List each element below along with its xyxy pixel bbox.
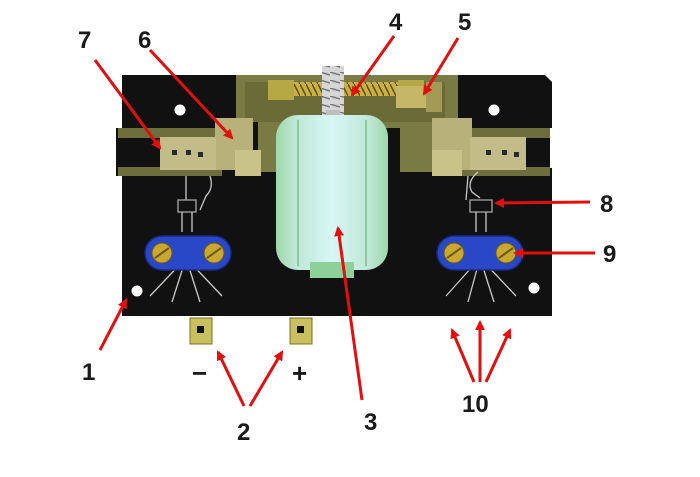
callout-6: 6 [138, 27, 151, 54]
callout-5: 5 [458, 9, 471, 36]
arrow-7 [93, 59, 162, 150]
arrow-6 [148, 48, 234, 140]
arrow-2a [216, 350, 246, 407]
mounting-hole-bottom-left [131, 285, 143, 297]
arrow-1 [98, 298, 128, 351]
arrow-4 [350, 35, 396, 97]
callout-arrows [93, 35, 595, 407]
arrow-5 [422, 37, 460, 96]
positive-terminal-tab [289, 317, 313, 345]
callout-4: 4 [389, 9, 403, 36]
arrow-3 [334, 226, 364, 401]
callout-2: 2 [237, 419, 250, 446]
left-clamp [144, 235, 232, 271]
callout-8: 8 [600, 191, 613, 218]
mounting-hole-top-left [174, 104, 186, 116]
right-clamp [436, 235, 524, 271]
arrow-10a [450, 328, 476, 383]
mounting-hole-bottom-right [528, 282, 540, 294]
callout-3: 3 [364, 409, 377, 436]
minus-sign: − [192, 358, 207, 388]
right-slide-rail [450, 128, 550, 138]
callout-1: 1 [82, 359, 95, 386]
negative-terminal-tab [189, 317, 213, 345]
arrow-10c [484, 328, 512, 383]
callout-7: 7 [78, 27, 91, 54]
plus-sign: + [292, 358, 307, 388]
lead-screw [276, 82, 416, 96]
arrow-8 [494, 197, 591, 208]
motor [276, 115, 388, 278]
callout-9: 9 [603, 241, 616, 268]
callout-10: 10 [462, 391, 489, 418]
left-slide-rail [118, 128, 222, 138]
arrow-2b [248, 350, 284, 407]
mounting-hole-top-right [488, 104, 500, 116]
worm-gear [322, 66, 344, 122]
